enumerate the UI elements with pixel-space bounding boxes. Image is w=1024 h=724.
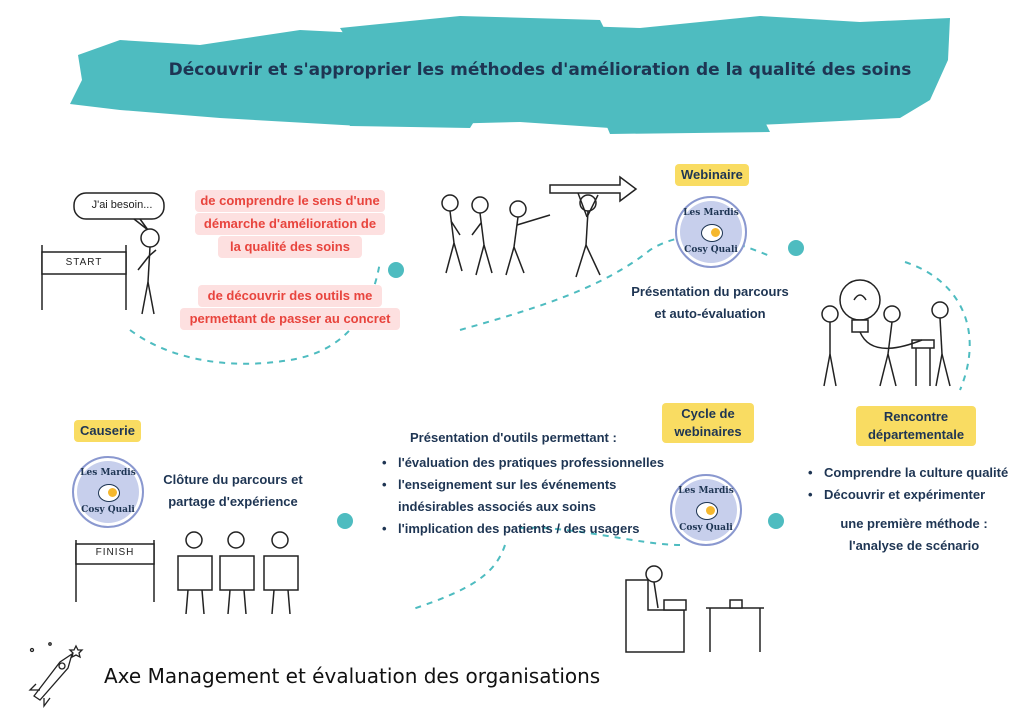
path-dot-2 <box>788 240 804 256</box>
rencontre-bullet-2-cont-1: une première méthode : <box>840 516 988 531</box>
cycle-tag-line-1: Cycle de <box>681 406 735 421</box>
finish-scene-illustration <box>75 531 299 615</box>
logo-dot-icon <box>711 228 720 237</box>
title-banner <box>70 16 950 134</box>
rencontre-bullet-1: Comprendre la culture qualité <box>808 462 1014 484</box>
causerie-desc-line-2: partage d'expérience <box>168 494 298 509</box>
page-title: Découvrir et s'approprier les méthodes d… <box>168 60 912 80</box>
webinaire-desc-line-2: et auto-évaluation <box>654 306 766 321</box>
logo-dot-icon <box>108 488 117 497</box>
rencontre-tag-line-2: départementale <box>867 427 965 442</box>
finish-sign-text: FINISH <box>95 547 135 558</box>
cycle-bullet-2: l'enseignement sur les événements <box>382 474 672 496</box>
cycle-tag-line-2: webinaires <box>674 424 742 439</box>
lightbulb-team-illustration <box>821 279 951 387</box>
rencontre-bullets: Comprendre la culture qualité Découvrir … <box>808 462 1014 506</box>
logo-dot-icon <box>706 506 715 515</box>
cycle-bullet-2-cont: indésirables associés aux soins <box>398 499 596 514</box>
logo-bottom-text: Cosy Quali <box>684 245 738 255</box>
rencontre-tag: Rencontre départementale <box>856 406 976 446</box>
cycle-bullet-1: l'évaluation des pratiques professionnel… <box>382 452 672 474</box>
path-dot-4 <box>337 513 353 529</box>
logo-top-text: Les Mardis <box>80 468 136 478</box>
start-sign-text: START <box>65 257 103 268</box>
webinaire-desc-line-1: Présentation du parcours <box>631 284 789 299</box>
cycle-bullets-b: l'implication des patients / des usagers <box>382 518 672 540</box>
rencontre-bullet-2: Découvrir et expérimenter <box>808 484 1014 506</box>
logo-bottom-text: Cosy Quali <box>81 505 135 515</box>
webinaire-tag: Webinaire <box>675 164 749 186</box>
path-dot-3 <box>768 513 784 529</box>
rencontre-bullet-2-cont-2: l'analyse de scénario <box>848 538 980 553</box>
cosy-quali-logo-webinaire: Les Mardis Cosy Quali <box>675 196 747 268</box>
need-line-3: la qualité des soins <box>218 236 362 258</box>
need-line-5: permettant de passer au concret <box>180 308 400 330</box>
logo-top-text: Les Mardis <box>683 208 739 218</box>
causerie-desc-line-1: Clôture du parcours et <box>163 472 303 487</box>
footer-title: Axe Management et évaluation des organis… <box>104 664 601 688</box>
rocket-icon <box>28 642 84 708</box>
cycle-webinaires-tag: Cycle de webinaires <box>662 403 754 443</box>
walking-people-illustration <box>441 175 638 278</box>
path-dot-1 <box>388 262 404 278</box>
start-scene-illustration <box>41 192 165 315</box>
cosy-quali-logo-cycle: Les Mardis Cosy Quali <box>670 474 742 546</box>
speech-bubble-text: J'ai besoin... <box>91 199 153 211</box>
causerie-tag: Causerie <box>74 420 141 442</box>
cycle-bullet-3: l'implication des patients / des usagers <box>382 518 672 540</box>
need-line-4: de découvrir des outils me <box>198 285 382 307</box>
need-line-2: démarche d'amélioration de <box>195 213 385 235</box>
logo-bottom-text: Cosy Quali <box>679 523 733 533</box>
cosy-quali-logo-causerie: Les Mardis Cosy Quali <box>72 456 144 528</box>
need-line-1: de comprendre le sens d'une <box>195 190 385 212</box>
laptop-desk-illustration <box>625 565 764 653</box>
cycle-intro: Présentation d'outils permettant : <box>410 430 617 445</box>
rencontre-tag-line-1: Rencontre <box>883 409 949 424</box>
logo-top-text: Les Mardis <box>678 486 734 496</box>
cycle-bullets: l'évaluation des pratiques professionnel… <box>382 452 672 496</box>
